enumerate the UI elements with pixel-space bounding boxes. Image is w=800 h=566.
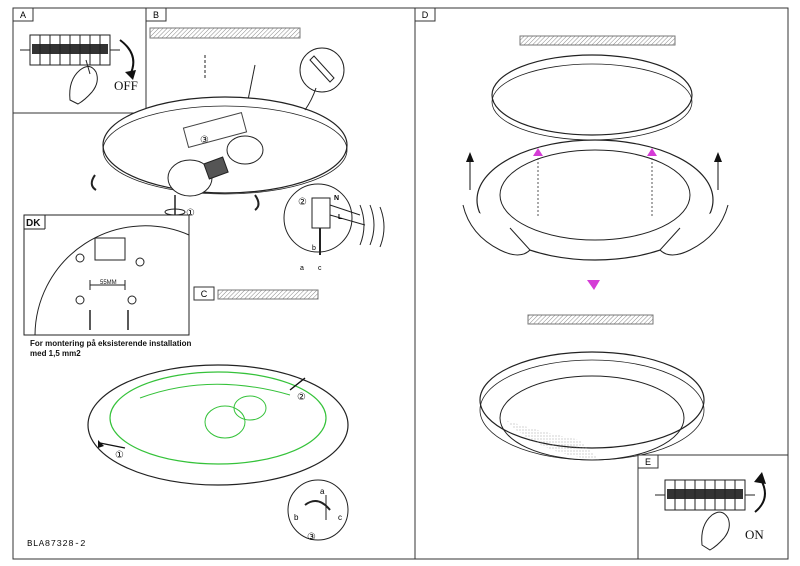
dk-box	[23, 214, 190, 336]
wire-label-b: b	[312, 245, 316, 252]
document-code: BLA87328-2	[27, 539, 87, 549]
hand-right-icon	[659, 204, 729, 256]
panel-a-letter: A	[20, 10, 26, 20]
off-label: OFF	[114, 78, 138, 93]
dk-title: DK	[26, 218, 41, 229]
panel-d-letter: D	[422, 10, 429, 20]
hand-left-icon	[462, 204, 531, 256]
ceiling-base-plate	[102, 96, 348, 194]
panel-c-letter: C	[201, 289, 208, 299]
panel-b: B ① ③	[90, 7, 385, 272]
hand-icon	[69, 59, 98, 105]
step-1-label-b: ①	[186, 208, 195, 219]
dk-dimension: 55MM	[100, 280, 117, 286]
installation-note: For montering på eksisterende installati…	[30, 339, 290, 359]
installation-note-line2: med 1,5 mm2	[30, 349, 81, 358]
wire-label-c: c	[318, 265, 322, 272]
step-3-label-c: ③	[307, 532, 316, 543]
panel-e-letter-box	[637, 454, 659, 469]
clip-label-a: a	[320, 487, 325, 496]
step-2-label-c: ②	[297, 392, 306, 403]
panel-d-letter-box	[414, 7, 436, 22]
rotate-arrow-icon	[119, 39, 135, 76]
magenta-down-arrow	[587, 280, 600, 290]
wire-connection-detail	[283, 183, 385, 255]
installation-note-line1: For montering på eksisterende installati…	[30, 339, 192, 348]
clip-detail	[287, 479, 349, 541]
installed-lamp	[479, 351, 705, 449]
panel-d: D	[414, 7, 729, 461]
green-base-outline	[109, 371, 327, 465]
panel-b-letter: B	[153, 10, 159, 20]
dk-frame	[23, 214, 190, 336]
lamp-shade-outer	[87, 364, 349, 486]
clip-label-c: c	[338, 513, 342, 522]
ceiling-hatch	[149, 27, 301, 39]
panel-a: A	[12, 7, 147, 114]
clip-label-b: b	[294, 513, 299, 522]
switch-terminal-on	[655, 479, 755, 511]
panel-c-letter-box	[193, 286, 215, 301]
magenta-arrow-right	[647, 148, 657, 156]
step-3-label-b: ③	[200, 135, 209, 146]
magenta-arrow-left	[533, 148, 543, 156]
wire-label-n: N	[334, 195, 339, 202]
step-1-label-c: ①	[115, 450, 124, 461]
switch-terminal-off	[20, 34, 120, 66]
ceiling-plate-d	[491, 54, 693, 136]
panel-e-letter: E	[645, 457, 651, 467]
hand-on-icon	[701, 511, 730, 551]
page-frame	[12, 7, 789, 560]
light-bulb-icon	[167, 135, 264, 197]
panel-b-letter-box	[145, 7, 167, 22]
step-2-label-b: ②	[298, 197, 307, 208]
panel-e: E	[637, 454, 788, 559]
wire-label-l: L	[338, 214, 343, 221]
panel-c: C ① ② a b c ③	[87, 286, 349, 543]
panel-a-letter-box	[12, 7, 34, 22]
on-label: ON	[745, 527, 764, 542]
wire-label-a: a	[300, 265, 304, 272]
wall-plug-icon	[299, 47, 345, 111]
